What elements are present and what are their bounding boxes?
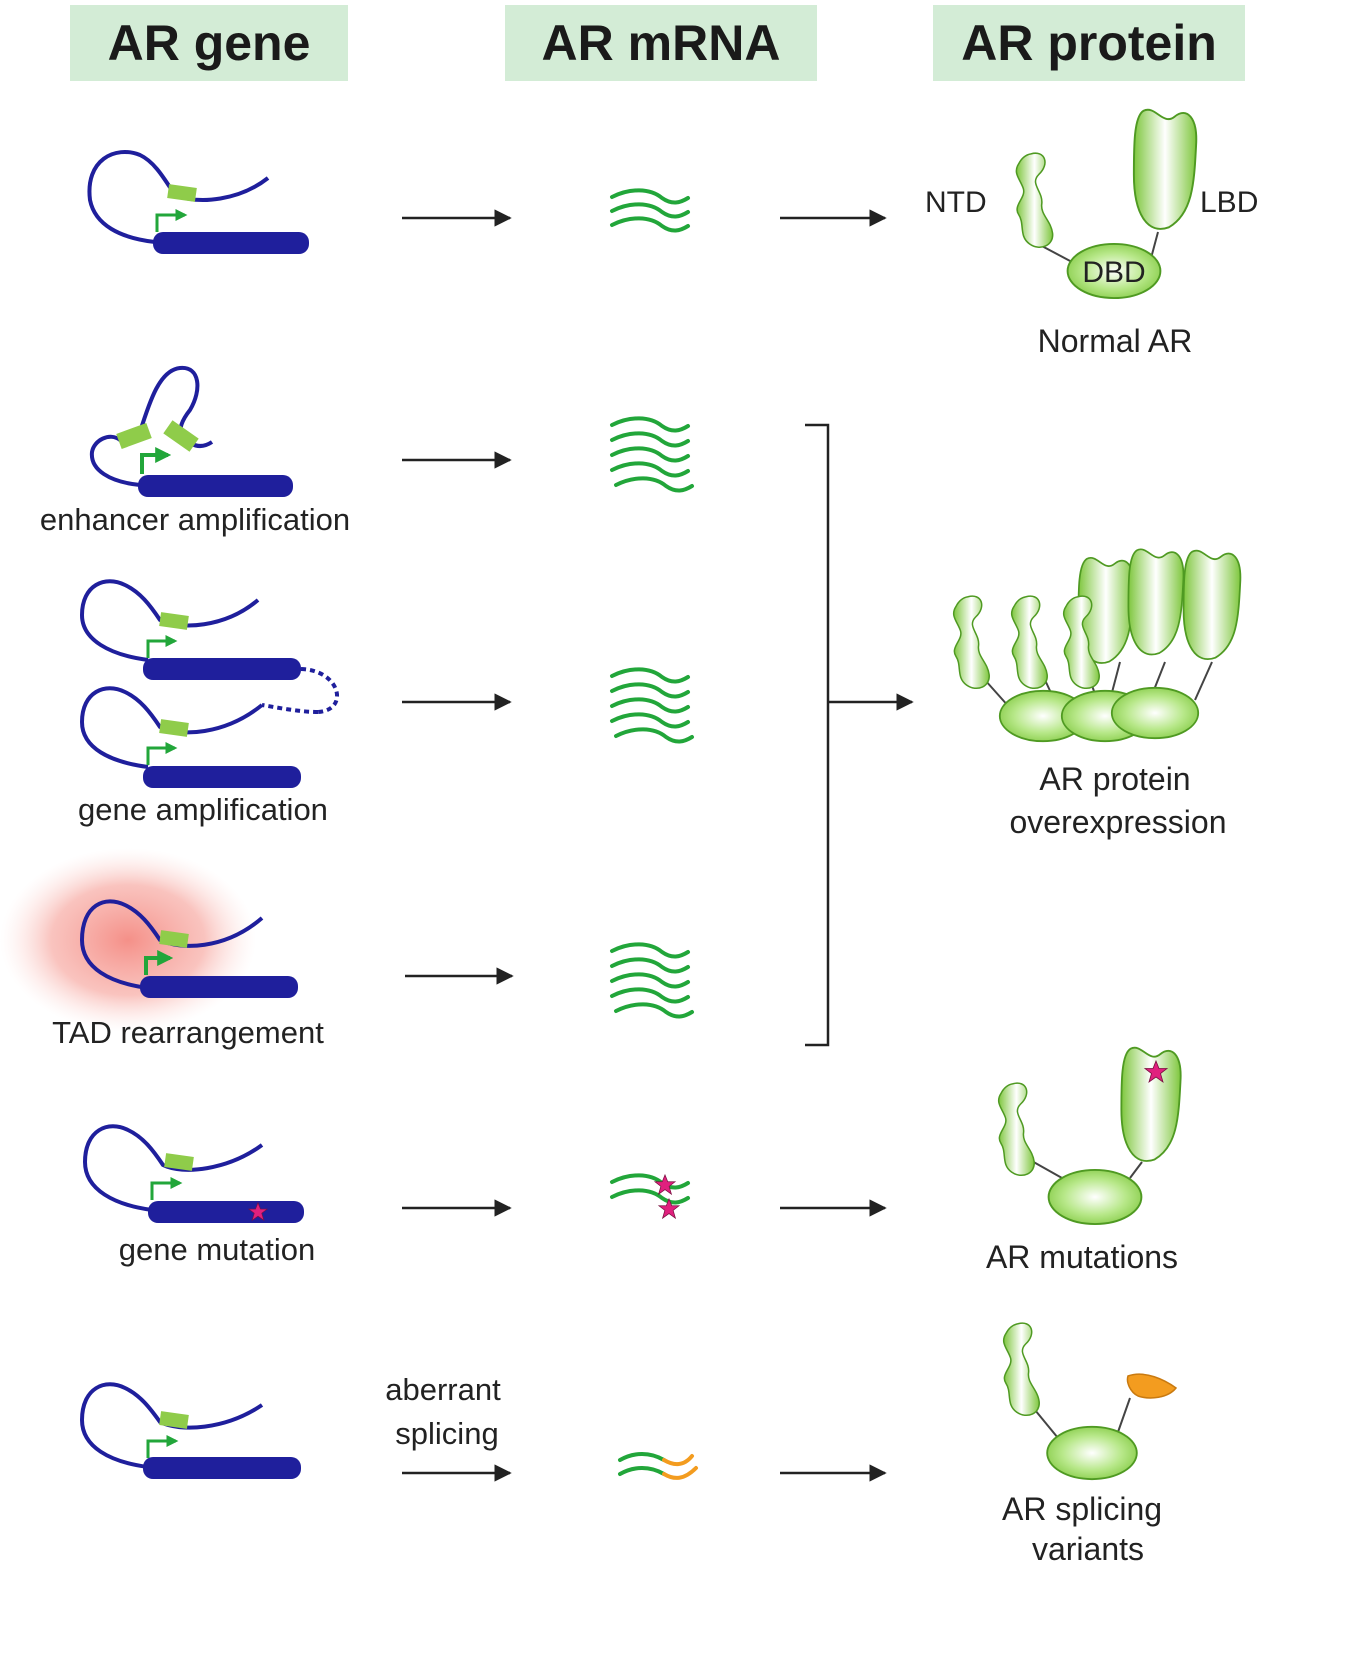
overexpression-label-line2: overexpression	[1010, 804, 1227, 840]
aberrant-label: aberrant	[385, 1372, 501, 1407]
splicing-label: splicing	[395, 1416, 498, 1451]
mrna-splice-variant	[618, 1452, 698, 1480]
gene-amplification-label: gene amplification	[78, 792, 328, 827]
lbd-label: LBD	[1200, 186, 1258, 219]
tad-rearrangement-label: TAD rearrangement	[52, 1015, 324, 1050]
mrna-tad	[610, 942, 694, 1019]
header-ar-protein: AR protein	[933, 5, 1245, 81]
mrna-enhancer	[610, 416, 694, 493]
splicing-variants-label-line2: variants	[1032, 1531, 1144, 1567]
protein-mutations: AR mutations	[986, 1046, 1182, 1275]
protein-normal: NTD DBD LBD Normal AR	[925, 108, 1258, 359]
gene-mutation: gene mutation	[82, 1124, 315, 1267]
normal-ar-label: Normal AR	[1038, 323, 1193, 359]
splicing-variants-label-line1: AR splicing	[1002, 1491, 1162, 1527]
convergence-bracket	[805, 423, 914, 1047]
gene-mutation-label: gene mutation	[119, 1232, 315, 1267]
header-ar-protein-label: AR protein	[961, 15, 1217, 71]
header-ar-gene: AR gene	[70, 5, 348, 81]
ar-mutations-label: AR mutations	[986, 1239, 1178, 1275]
header-ar-mrna: AR mRNA	[505, 5, 817, 81]
mrna-mutation-star-icon	[654, 1174, 676, 1195]
gene-normal	[87, 150, 309, 254]
protein-splicing-variants: AR splicing variants	[1002, 1322, 1178, 1567]
dbd-label: DBD	[1082, 256, 1145, 289]
protein-overexpression: AR protein overexpression	[952, 548, 1242, 840]
gene-tad-rearrangement: TAD rearrangement	[0, 848, 324, 1050]
header-ar-gene-label: AR gene	[107, 15, 311, 71]
gene-splicing	[79, 1382, 301, 1479]
enhancer-amplification-label: enhancer amplification	[40, 502, 350, 537]
mrna-normal	[610, 188, 690, 233]
mrna-amplification	[610, 667, 694, 744]
header-ar-mrna-label: AR mRNA	[541, 15, 781, 71]
ntd-label: NTD	[925, 186, 987, 219]
overexpression-label-line1: AR protein	[1039, 761, 1190, 797]
mrna-mutation	[610, 1173, 690, 1219]
gene-enhancer-amplification: enhancer amplification	[40, 365, 350, 537]
gene-amplification: gene amplification	[78, 579, 339, 827]
